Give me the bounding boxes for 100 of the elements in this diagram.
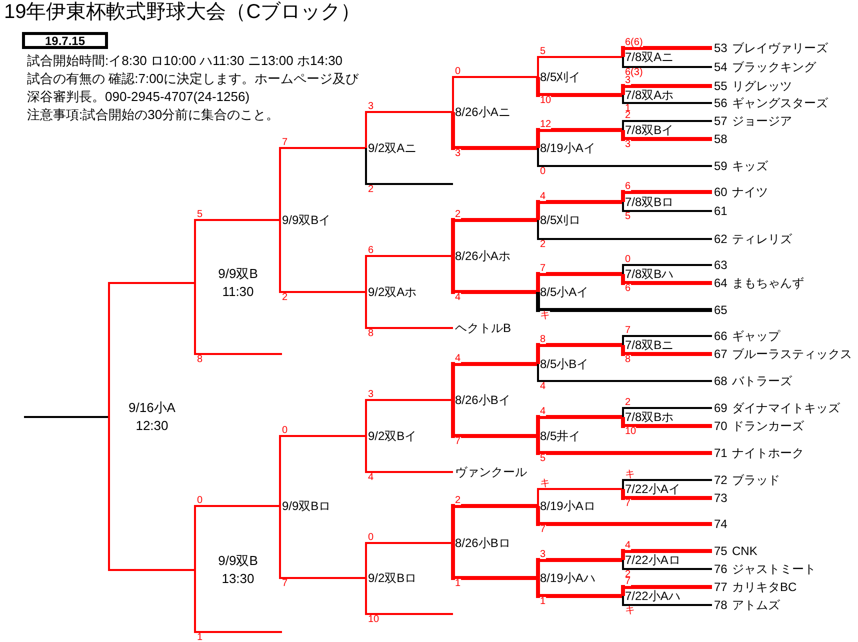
score-label: 4 <box>368 473 374 482</box>
bracket-line <box>536 558 623 578</box>
date-box: 19.7.15 <box>22 32 108 49</box>
match-label: 9/2双Aホ <box>366 285 417 299</box>
team-name: ギャングスターズ <box>732 96 828 110</box>
score-label: 3 <box>368 102 374 111</box>
match-label: 9/9双Bイ <box>280 213 331 227</box>
team-number: 57 <box>713 114 728 128</box>
score-label: 4 <box>455 293 461 302</box>
team-number: 70 <box>713 419 728 433</box>
match-label: 7/8双Aニ <box>623 50 674 64</box>
score-label: 0 <box>455 67 461 76</box>
bracket-line <box>279 435 366 506</box>
team-number: 67 <box>713 347 728 361</box>
team-number: 60 <box>713 185 728 199</box>
bracket-line <box>451 112 538 150</box>
score-label: 6(3) <box>625 68 643 77</box>
bracket-line <box>536 292 712 312</box>
team-number: 64 <box>713 276 728 290</box>
match-label: 7/8双Bイ <box>623 123 674 137</box>
bracket-line <box>365 111 453 148</box>
team-name: ダイナマイトキッズ <box>732 401 840 415</box>
match-label: 8/5小Aイ <box>538 285 589 299</box>
match-label: 9/16小A <box>128 399 176 417</box>
team-name: カリキタBC <box>732 580 797 594</box>
bracket-line <box>452 76 538 112</box>
score-label: 6(6) <box>625 38 643 47</box>
note-text: 注意事項:試合開始の30分前に集合のこと。 <box>27 106 280 124</box>
match-label: 11:30 <box>222 283 254 301</box>
score-label: 6 <box>368 246 374 255</box>
score-label: 8 <box>197 355 203 364</box>
score-label: 2 <box>540 240 546 249</box>
bracket-line <box>622 202 712 212</box>
team-name: ティレリズ <box>732 232 792 246</box>
bracket-line <box>536 506 712 526</box>
team-number: 72 <box>713 473 728 487</box>
team-name: ジョージア <box>732 114 792 128</box>
match-label: 9/2双Bイ <box>366 429 417 443</box>
score-label: 4 <box>540 407 546 416</box>
score-label: 3 <box>368 390 374 399</box>
score-label: 7 <box>455 437 461 446</box>
bracket-line <box>621 46 712 57</box>
team-number: 59 <box>713 159 728 173</box>
score-label: 5 <box>625 212 631 221</box>
match-label: 8/5井イ <box>538 429 581 443</box>
team-number: 58 <box>713 132 728 146</box>
team-number: 54 <box>713 60 728 74</box>
bracket-line <box>279 506 366 579</box>
team-name: キッズ <box>732 159 768 173</box>
bracket-line <box>194 219 280 283</box>
match-label: 7/8双Bニ <box>623 338 674 352</box>
score-label: 7 <box>282 579 288 588</box>
bracket-line <box>451 256 538 294</box>
score-label: 5 <box>540 47 546 56</box>
score-label: 2 <box>455 496 461 505</box>
score-label: 0 <box>540 167 546 176</box>
match-label: 8/19小Aロ <box>538 499 596 513</box>
bracket-line <box>365 436 453 473</box>
bracket-line <box>536 343 623 364</box>
score-label: 0 <box>282 426 288 435</box>
score-label: キ <box>540 479 550 488</box>
bracket-line <box>194 570 282 633</box>
bracket-line <box>536 128 623 148</box>
team-number: 63 <box>713 258 728 272</box>
bracket-line <box>621 84 712 95</box>
score-label: 4 <box>540 382 546 391</box>
team-name: ナイツ <box>732 185 768 199</box>
score-label: 6 <box>625 284 631 293</box>
bracket-line <box>537 364 712 382</box>
score-label: 8 <box>540 335 546 344</box>
team-number: 62 <box>713 232 728 246</box>
score-label: 12 <box>540 120 552 129</box>
bracket-line <box>622 479 712 489</box>
match-label: 7/22小Aハ <box>623 589 680 603</box>
match-label: 9/2双Aニ <box>366 141 417 155</box>
team-number: 68 <box>713 374 728 388</box>
team-name: バトラーズ <box>732 374 792 388</box>
team-number: 77 <box>713 580 728 594</box>
team-number: 78 <box>713 598 728 612</box>
team-name: ギャップ <box>732 329 780 343</box>
team-name: まもちゃんず <box>732 276 804 290</box>
match-label: 8/26小Aニ <box>453 105 510 119</box>
team-number: 69 <box>713 401 728 415</box>
score-label: 7 <box>540 264 546 273</box>
bracket-line <box>537 148 712 167</box>
team-name: ジャストミート <box>732 562 816 576</box>
bracket-line <box>365 255 453 292</box>
bracket-line <box>622 95 712 104</box>
match-label: 8/26小Aホ <box>453 249 510 263</box>
score-label: 2 <box>282 293 288 302</box>
score-label: 2 <box>455 210 461 219</box>
score-label: 10 <box>540 96 552 105</box>
note-text: 試合開始時間:イ8:30 ロ10:00 ハ11:30 ニ13:00 ホ14:30 <box>27 52 344 70</box>
match-label: 7/22小Aロ <box>623 553 680 567</box>
score-label: 7 <box>282 138 288 147</box>
match-label: 13:30 <box>222 570 254 588</box>
match-label: 8/19小Aイ <box>538 141 596 155</box>
team-number: 74 <box>713 517 728 531</box>
score-label: 3 <box>625 76 631 85</box>
bracket-line <box>451 543 538 580</box>
